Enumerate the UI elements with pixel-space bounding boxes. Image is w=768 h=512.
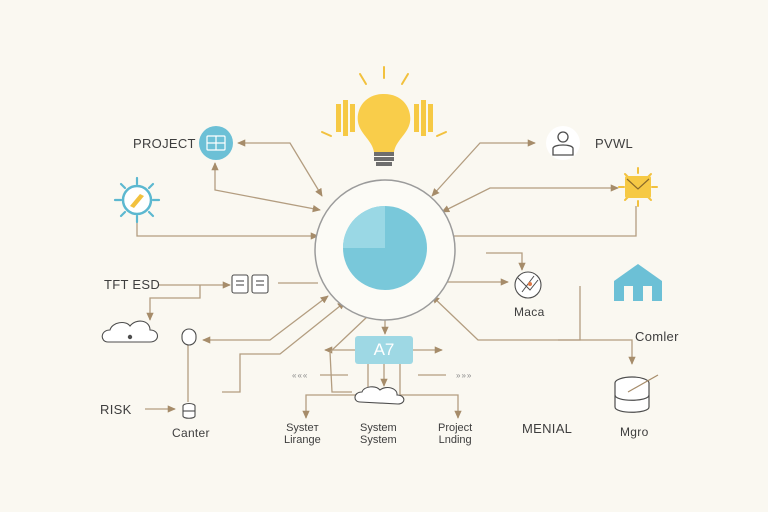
connector-hub-lower bbox=[329, 315, 369, 393]
connector-hub-to-lower-right bbox=[431, 286, 581, 341]
gear-icon bbox=[113, 176, 161, 224]
label-project-lnding: Project Lnding bbox=[438, 422, 473, 446]
globe-icon bbox=[199, 126, 233, 160]
connector-pvwl-to-hub bbox=[431, 139, 536, 197]
cloud-icon bbox=[101, 320, 159, 343]
globe-network-icon bbox=[514, 271, 542, 299]
label-pvwl: PVWL bbox=[595, 136, 634, 151]
label-project: PROJECT bbox=[133, 136, 196, 151]
connector-project-to-hub bbox=[237, 139, 323, 197]
warehouse-icon bbox=[614, 264, 662, 301]
connector-right-to-comler bbox=[558, 339, 636, 365]
label-arrow-left: ««« bbox=[292, 371, 309, 380]
connector-lower-left bbox=[222, 301, 346, 393]
database-icon bbox=[182, 402, 196, 419]
mail-icon bbox=[618, 167, 658, 207]
label-arrow-right: »»» bbox=[456, 371, 473, 380]
database-icon bbox=[614, 374, 659, 413]
connector-tft-to-cloud bbox=[146, 285, 201, 321]
label-tft-esd: TFT ESD bbox=[104, 277, 161, 292]
label-system-center: System System bbox=[360, 422, 397, 446]
connector-lines bbox=[136, 139, 637, 419]
lightbulb-icon bbox=[321, 66, 447, 166]
documents-icon bbox=[231, 274, 269, 294]
connector-box-down-right bbox=[399, 364, 462, 419]
label-canter: Canter bbox=[172, 426, 210, 440]
hub-box-label: A7 bbox=[373, 340, 395, 359]
connector-globe-down bbox=[211, 162, 321, 213]
connector-hub-right bbox=[452, 206, 637, 237]
connector-maca-top bbox=[486, 252, 526, 271]
label-mgro: Mgro bbox=[620, 425, 649, 439]
cloud-icon bbox=[354, 386, 405, 405]
label-system-lirange: Systeт Lirange bbox=[284, 422, 321, 446]
connector-gear-to-hub bbox=[136, 218, 319, 240]
user-icon bbox=[546, 126, 580, 160]
connector-mail-to-hub bbox=[441, 184, 619, 213]
hub-box: A7 bbox=[355, 336, 413, 364]
label-menial: MENIAL bbox=[522, 421, 573, 436]
pie-chart-icon bbox=[343, 206, 427, 290]
connector-hub-to-left bbox=[202, 295, 329, 344]
connector-box-down-left bbox=[302, 364, 369, 419]
label-maca: Maca bbox=[514, 305, 545, 319]
label-risk: RISK bbox=[100, 402, 132, 417]
capsule-icon bbox=[181, 328, 197, 346]
central-hub bbox=[314, 179, 456, 321]
label-comler: Comler bbox=[635, 329, 679, 344]
